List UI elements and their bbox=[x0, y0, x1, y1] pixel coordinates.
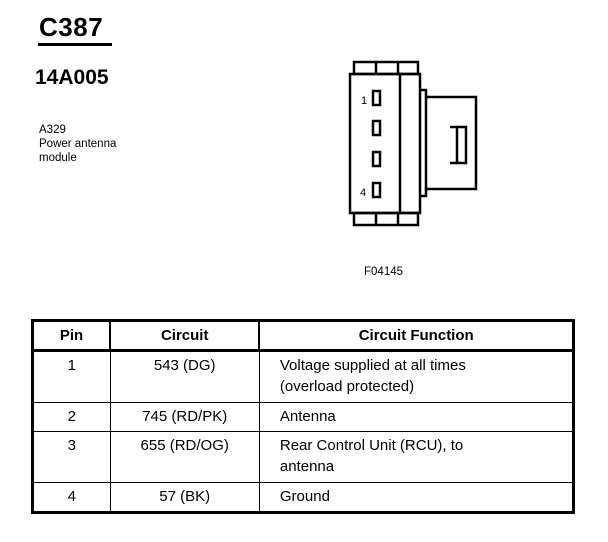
cell-pin: 2 bbox=[32, 402, 111, 432]
table-row: 2 745 (RD/PK) Antenna bbox=[32, 402, 575, 432]
table-header-row: Pin Circuit Circuit Function bbox=[31, 319, 575, 352]
cell-circuit: 57 (BK) bbox=[109, 482, 260, 513]
component-name-line2: module bbox=[39, 152, 77, 164]
cell-circuit: 745 (RD/PK) bbox=[109, 402, 260, 432]
connector-bottom-tab bbox=[352, 211, 420, 227]
pin-cavity-4 bbox=[371, 181, 382, 199]
pin-cavity-2 bbox=[371, 119, 382, 137]
pin-label-4: 4 bbox=[360, 187, 366, 199]
connector-diagram: 1 4 bbox=[348, 60, 478, 227]
cell-pin: 4 bbox=[32, 482, 111, 513]
title-underline bbox=[38, 43, 112, 46]
function-line: Ground bbox=[279, 488, 330, 505]
connector-body bbox=[348, 72, 422, 215]
component-name-line1: Power antenna bbox=[39, 138, 117, 150]
cell-function: Ground bbox=[258, 482, 575, 513]
table-row: 4 57 (BK) Ground bbox=[32, 482, 575, 513]
cell-function: Rear Control Unit (RCU), to antenna bbox=[258, 431, 575, 483]
connector-latch bbox=[420, 88, 478, 198]
header-function: Circuit Function bbox=[258, 319, 575, 352]
cell-function: Antenna bbox=[258, 402, 575, 432]
pin-table: Pin Circuit Circuit Function 1 543 (DG) … bbox=[31, 319, 575, 514]
function-line: antenna bbox=[279, 458, 335, 475]
table-row: 1 543 (DG) Voltage supplied at all times… bbox=[32, 350, 575, 403]
function-line: Voltage supplied at all times bbox=[279, 357, 466, 374]
table-row: 3 655 (RD/OG) Rear Control Unit (RCU), t… bbox=[32, 431, 575, 483]
cell-circuit: 655 (RD/OG) bbox=[109, 431, 260, 483]
component-description: A329 Power antenna module bbox=[39, 123, 116, 165]
function-line: Antenna bbox=[279, 408, 336, 425]
pin-cavity-1 bbox=[371, 89, 382, 107]
connector-lock-tab bbox=[455, 125, 468, 165]
part-number: 14A005 bbox=[35, 66, 109, 89]
function-line: Rear Control Unit (RCU), to bbox=[279, 437, 464, 454]
cell-pin: 3 bbox=[32, 431, 111, 483]
connector-top-tab bbox=[352, 60, 420, 76]
header-pin: Pin bbox=[31, 319, 112, 352]
function-line: (overload protected) bbox=[279, 378, 415, 395]
cell-function: Voltage supplied at all times (overload … bbox=[258, 350, 575, 403]
pin-label-1: 1 bbox=[361, 95, 367, 107]
component-code: A329 bbox=[39, 124, 66, 136]
figure-number: F04145 bbox=[364, 266, 404, 278]
pin-cavity-3 bbox=[371, 150, 382, 168]
cell-circuit: 543 (DG) bbox=[109, 350, 260, 403]
cell-pin: 1 bbox=[32, 350, 111, 403]
header-circuit: Circuit bbox=[109, 319, 261, 352]
connector-id: C387 bbox=[39, 12, 104, 42]
